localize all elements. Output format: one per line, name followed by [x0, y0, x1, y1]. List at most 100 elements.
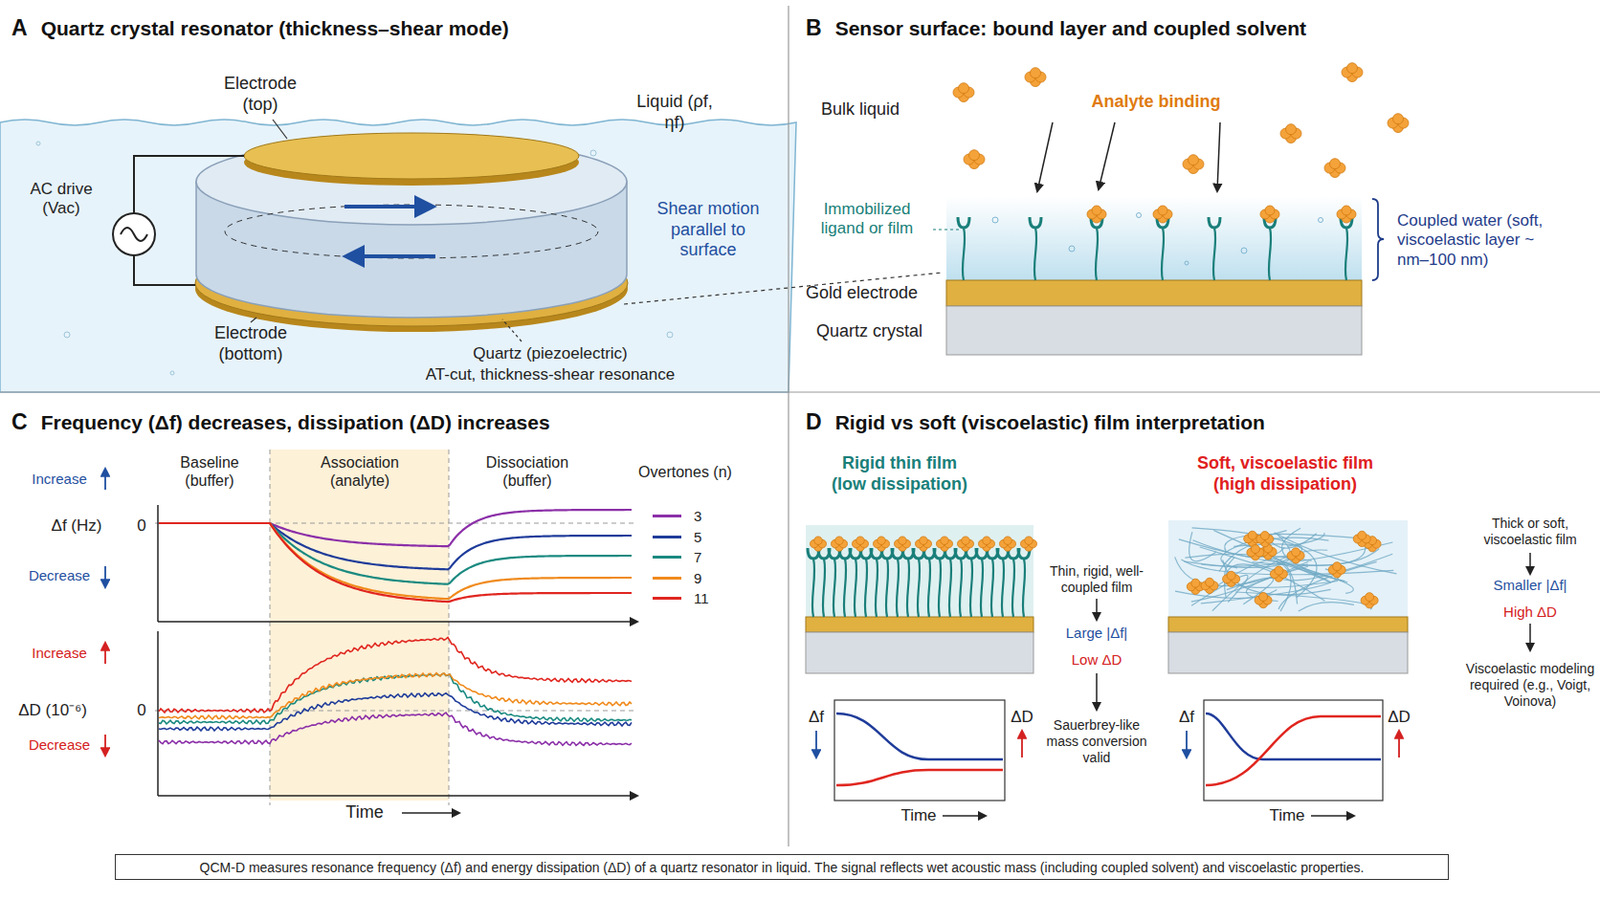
ligand — [1001, 558, 1004, 618]
analyte — [814, 536, 823, 546]
binding-arrow — [1217, 122, 1221, 192]
legend-swatch — [652, 555, 682, 559]
label: Coupled water (soft, viscoelastic layer … — [1397, 211, 1549, 270]
label: 0 — [132, 701, 152, 721]
ligand — [854, 558, 857, 618]
label: Δf (Hz) — [42, 516, 112, 536]
leader-line — [272, 119, 288, 139]
direction-arrow — [104, 468, 107, 490]
rigid-film — [805, 525, 1034, 674]
frequency-curve — [158, 523, 632, 585]
legend-item: 9 — [652, 570, 730, 588]
ligand — [980, 558, 983, 618]
analyte — [1333, 562, 1342, 572]
sensor-surface — [1136, 213, 1142, 219]
liquid-bath — [666, 332, 673, 338]
flow-arrow — [942, 553, 1531, 817]
ligand — [928, 558, 931, 618]
direction-arrow — [815, 731, 818, 758]
analyte — [1357, 531, 1367, 540]
legend-text: 11 — [693, 591, 710, 606]
label: Baseline (buffer) — [161, 453, 258, 490]
ligand — [1208, 217, 1221, 228]
analyte — [1286, 124, 1297, 135]
ligand — [991, 558, 994, 618]
label: Δf — [1170, 708, 1203, 728]
label: Large |Δf| — [1037, 624, 1157, 643]
analyte — [1091, 205, 1102, 216]
liquid-bath — [0, 119, 797, 393]
analyte — [1188, 155, 1200, 166]
flow-arrow — [1311, 815, 1355, 818]
label: ΔD — [1005, 708, 1039, 728]
ligand — [957, 217, 1353, 281]
axis — [157, 505, 638, 814]
ligand — [844, 558, 846, 618]
legend-text: 3 — [693, 509, 702, 524]
panel-letter: C — [11, 409, 28, 436]
ligand — [1022, 558, 1025, 618]
label: AT-cut, thickness-shear resonance — [397, 365, 704, 385]
label: Time — [894, 806, 943, 826]
direction-arrow — [104, 734, 107, 756]
shear-arrow — [344, 204, 433, 209]
ligand — [886, 558, 889, 618]
label: Electrode (top) — [212, 73, 309, 115]
ligand — [1029, 217, 1042, 228]
panel-title: A Quartz crystal resonator (thickness–she… — [11, 15, 789, 42]
leader-line — [250, 317, 257, 323]
label: Association (analyte) — [307, 453, 413, 490]
polymer-mesh — [1288, 564, 1355, 594]
phase-divider — [448, 449, 450, 806]
overtone-curve — [158, 510, 632, 746]
label: Analyte binding — [1074, 91, 1238, 113]
panel-divider — [0, 5, 1600, 847]
frequency-curve — [158, 523, 632, 602]
direction-arrow — [104, 468, 107, 756]
ligand — [822, 558, 825, 618]
legend-swatch — [652, 535, 682, 539]
analyte — [1260, 532, 1269, 541]
soft-film — [1168, 617, 1408, 633]
ligand — [917, 558, 920, 618]
mini-plot — [834, 700, 1005, 801]
analyte — [919, 536, 929, 546]
ligand — [1095, 227, 1098, 281]
shear-arrow — [346, 254, 436, 259]
dissipation-curve — [158, 673, 632, 725]
analyte — [1226, 571, 1236, 580]
analyte — [961, 536, 971, 546]
analyte — [1247, 531, 1257, 540]
sensor-surface — [946, 280, 1362, 307]
label: AC drive (Vac) — [22, 179, 100, 220]
panel-heading: Quartz crystal resonator (thickness–shea… — [41, 17, 510, 41]
legend-swatch — [652, 597, 682, 600]
label: Low ΔD — [1037, 651, 1157, 669]
ac-source — [133, 155, 245, 214]
legend-item: 3 — [652, 508, 730, 526]
sensor-surface — [1318, 218, 1324, 223]
ligand — [865, 558, 867, 618]
ligand — [959, 558, 962, 618]
ligand — [970, 558, 973, 618]
label: 0 — [132, 516, 152, 536]
rigid-film — [805, 617, 1034, 633]
flow-arrow — [1529, 553, 1532, 575]
direction-arrow — [1398, 731, 1400, 758]
ligand — [1213, 227, 1216, 281]
panel-letter: A — [11, 15, 28, 42]
label: Time — [1263, 806, 1312, 826]
liquid-bath — [64, 332, 70, 338]
panel-divider — [787, 5, 789, 847]
soft-film — [1168, 632, 1408, 674]
ligand — [1268, 227, 1271, 281]
rigid-film — [805, 632, 1034, 674]
bracket — [1372, 199, 1384, 281]
ligand — [807, 548, 1030, 618]
polymer-mesh — [1274, 533, 1398, 575]
analyte — [1204, 577, 1214, 587]
ligand — [812, 558, 815, 618]
mini-plot — [1205, 713, 1381, 760]
polymer-mesh — [1252, 541, 1366, 566]
leader-line — [623, 272, 943, 305]
